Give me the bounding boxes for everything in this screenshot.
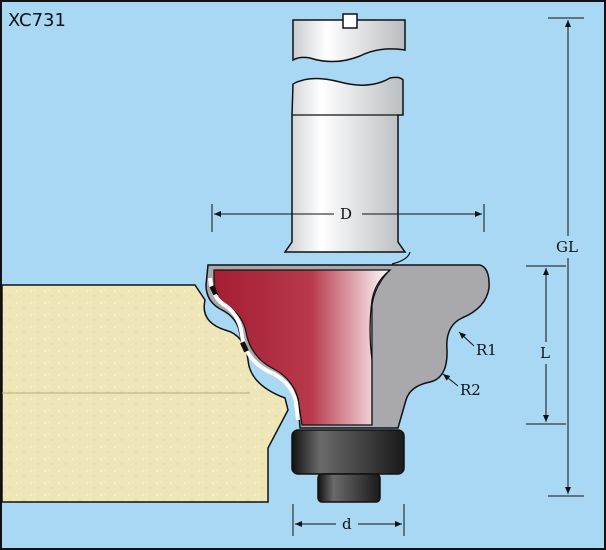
product-code: XC731 xyxy=(8,10,66,31)
bearing xyxy=(291,429,405,475)
screw-slot-icon xyxy=(342,13,358,29)
clearance-band xyxy=(208,277,300,421)
shank-body xyxy=(283,76,407,253)
label-R1: R1 xyxy=(476,341,497,359)
radius-R2: R2 xyxy=(442,373,481,399)
label-R2: R2 xyxy=(460,381,481,399)
shoulder-curve xyxy=(391,251,411,265)
label-D: D xyxy=(340,205,352,223)
label-L: L xyxy=(540,344,550,362)
dimension-D: D xyxy=(211,204,485,232)
label-GL: GL xyxy=(556,238,578,256)
edge-mark-1 xyxy=(209,285,218,296)
dimension-d: d xyxy=(292,504,405,536)
radius-R1: R1 xyxy=(458,331,497,359)
dimension-GL: GL xyxy=(548,17,584,497)
bearing-screw xyxy=(317,473,381,503)
label-d: d xyxy=(342,515,352,533)
shank-top xyxy=(292,13,406,63)
edge-mark-2 xyxy=(240,341,249,353)
dimension-L: L xyxy=(526,265,566,425)
insert-seat-line xyxy=(371,269,391,425)
